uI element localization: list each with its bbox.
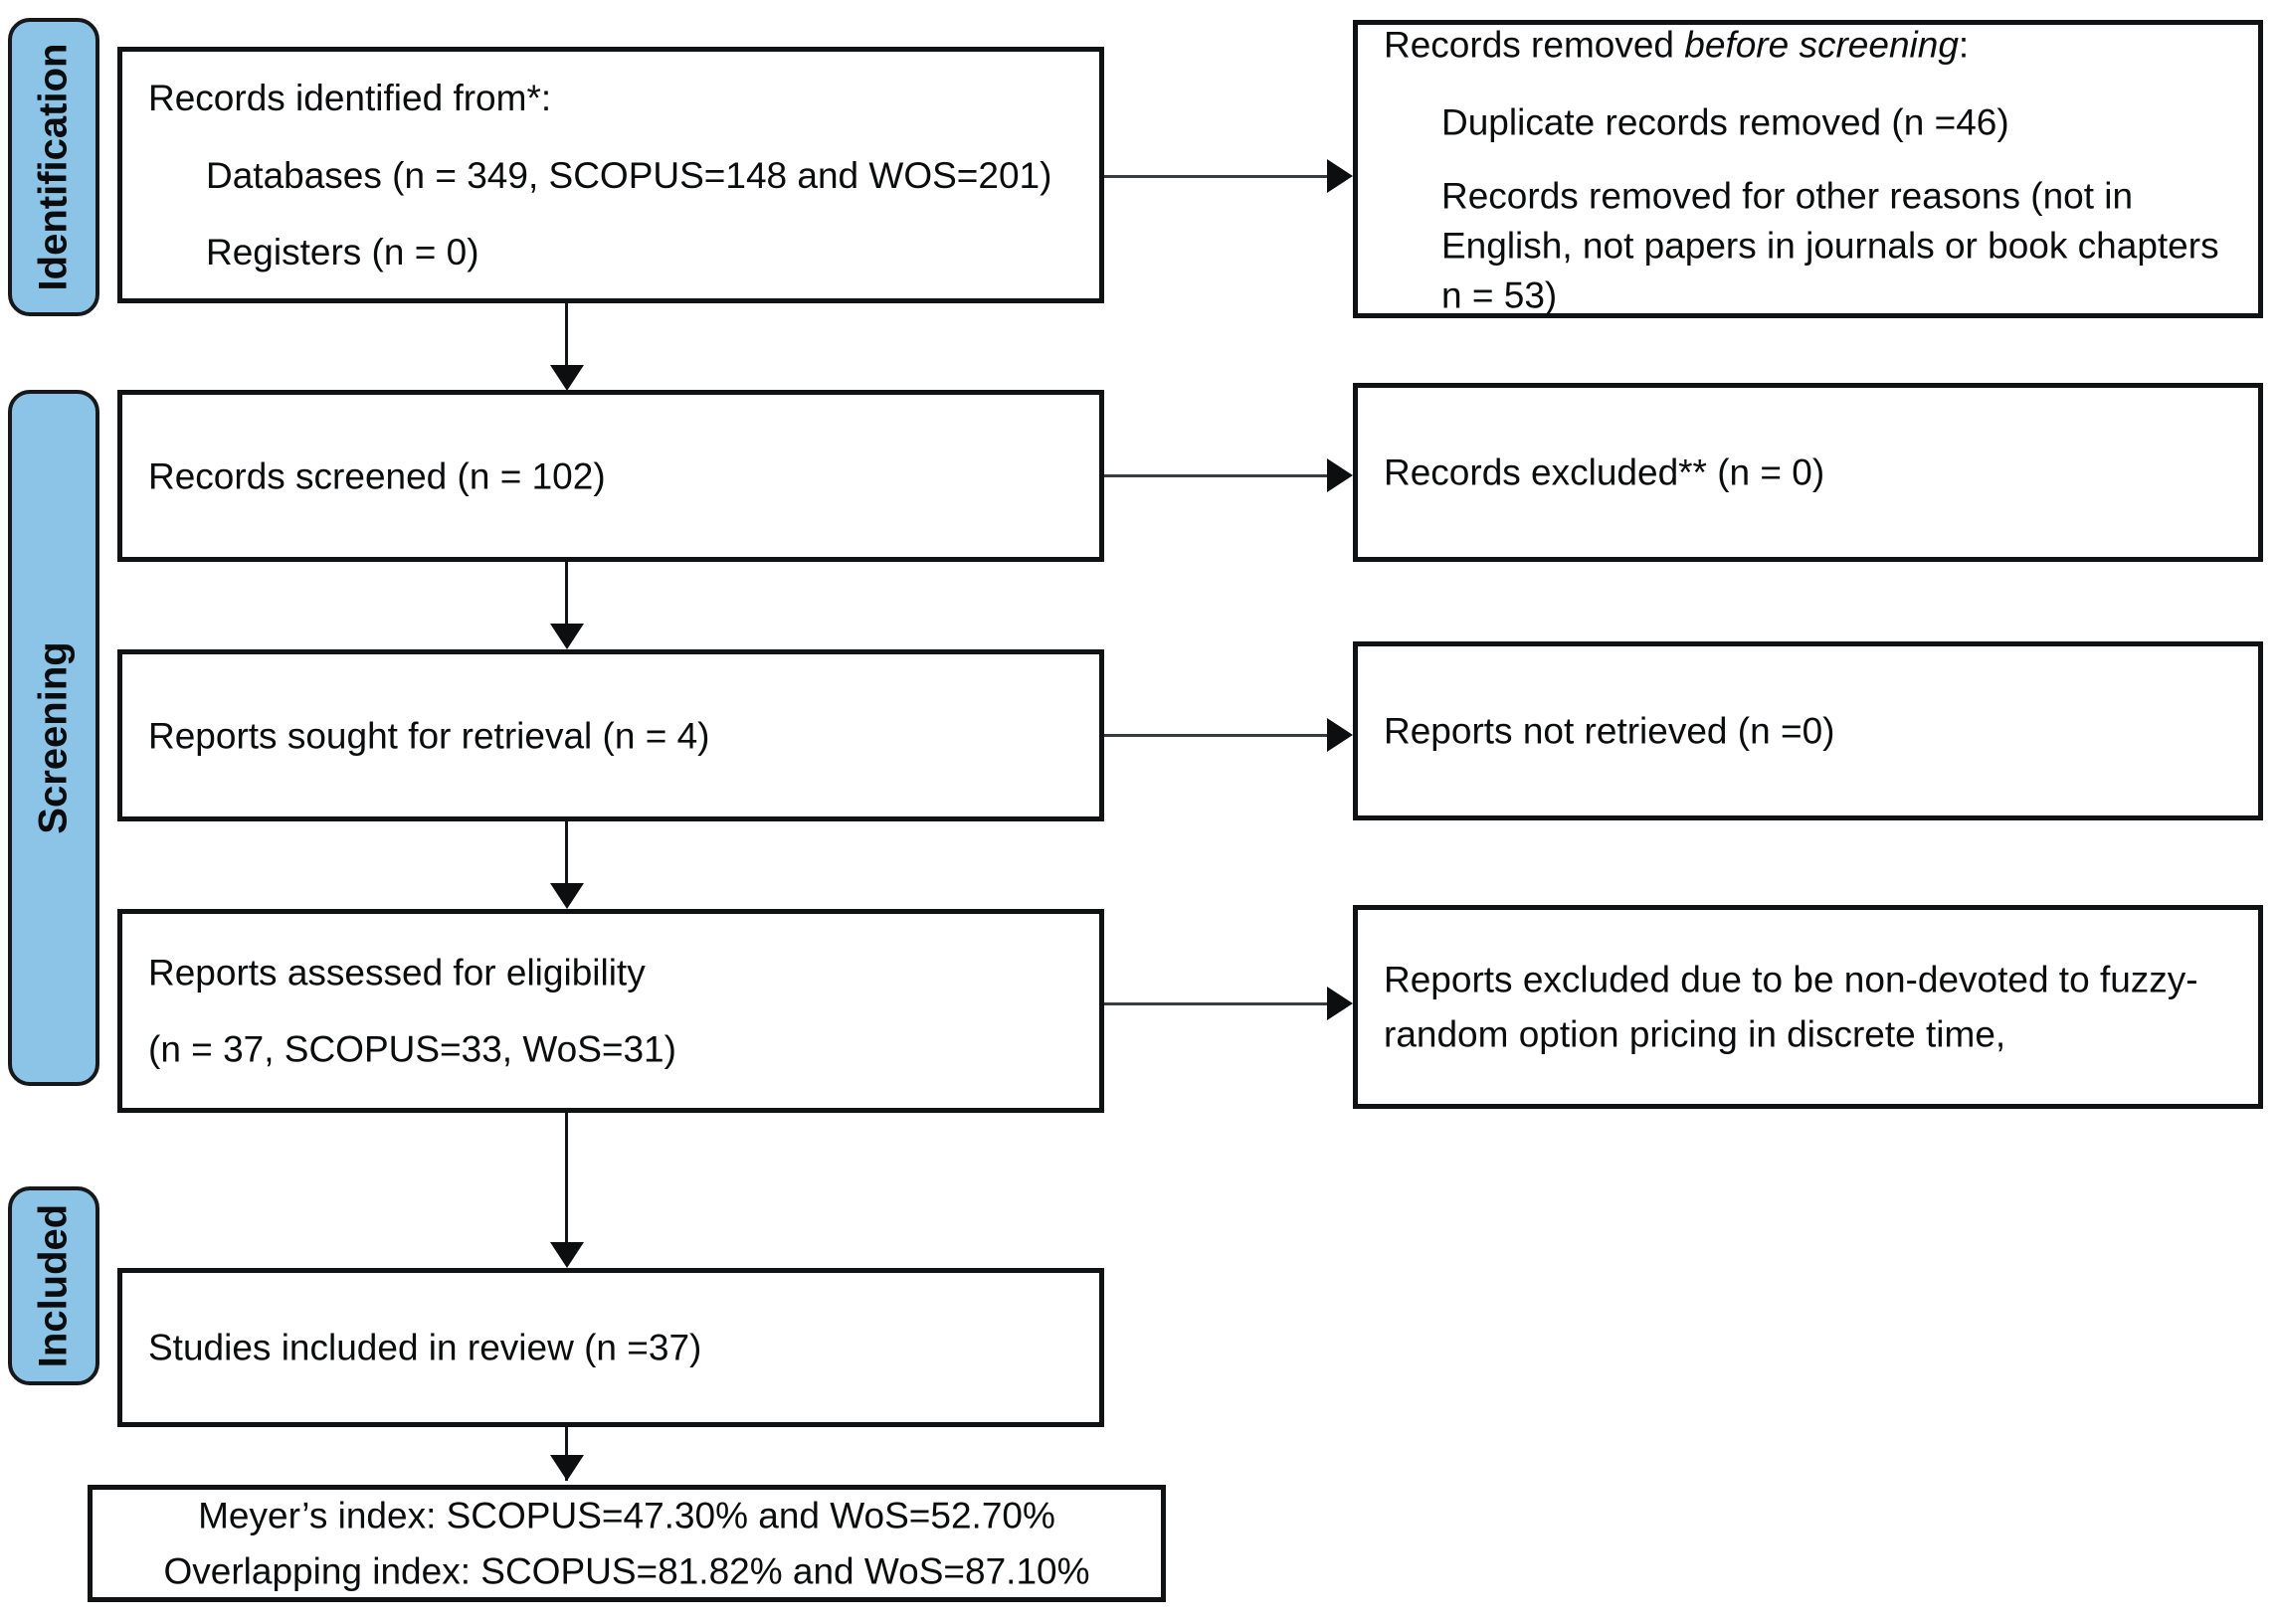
records-removed-heading-plain: Records removed [1384,24,1685,66]
spacer [148,203,1081,225]
records-removed-duplicates: Duplicate records removed (n =46) [1441,101,2009,143]
records-identified-databases: Databases (n = 349, SCOPUS=148 and WOS=2… [206,154,1052,196]
box-records-screened-text: Records screened (n = 102) [148,454,606,496]
connector-identified-to-screened [565,303,568,365]
box-reports-sought-text: Reports sought for retrieval (n = 4) [148,714,710,756]
box-reports-not-retrieved: Reports not retrieved (n =0) [1353,641,2263,820]
spacer [148,1000,1081,1022]
records-identified-heading: Records identified from*: [148,77,552,118]
spacer [148,125,1081,147]
reports-assessed-line2: (n = 37, SCOPUS=33, WoS=31) [148,1028,676,1070]
box-indices-text: Meyer’s index: SCOPUS=47.30% and WoS=52.… [93,1489,1161,1599]
records-removed-heading: Records removed before screening: [1384,25,1969,66]
box-records-identified: Records identified from*: Databases (n =… [117,47,1104,303]
arrowhead-screened-to-excluded [1327,458,1353,492]
stage-label-screening: Screening [31,641,76,834]
box-reports-excluded: Reports excluded due to be non-devoted t… [1353,905,2263,1109]
stage-label-included: Included [31,1203,76,1368]
arrowhead-assessed-to-included [550,1242,584,1268]
box-studies-included: Studies included in review (n =37) [117,1268,1104,1427]
reports-assessed-line1: Reports assessed for eligibility [148,952,646,992]
stage-bar-included: Included [8,1186,99,1385]
box-studies-included-text: Studies included in review (n =37) [148,1327,702,1368]
connector-sought-to-assessed [565,821,568,883]
connector-assessed-to-included [565,1113,568,1242]
arrowhead-identified-to-screened [550,365,584,391]
spacer [1384,150,2240,172]
arrowhead-identified-to-removed [1327,159,1353,193]
connector-included-to-indices [565,1427,568,1481]
arrowhead-sought-to-not-retrieved [1327,718,1353,752]
box-records-excluded: Records excluded** (n = 0) [1353,383,2263,562]
connector-sought-to-not-retrieved [1104,734,1327,737]
box-indices: Meyer’s index: SCOPUS=47.30% and WoS=52.… [88,1485,1166,1602]
stage-bar-identification: Identification [8,18,99,316]
arrowhead-sought-to-assessed [550,883,584,909]
box-records-removed-text: Records removed before screening: Duplic… [1384,18,2240,321]
box-records-screened: Records screened (n = 102) [117,390,1104,562]
arrowhead-included-to-indices [550,1455,584,1481]
box-reports-not-retrieved-text: Reports not retrieved (n =0) [1384,710,1835,752]
records-identified-registers: Registers (n = 0) [206,231,479,272]
box-records-excluded-text: Records excluded** (n = 0) [1384,451,1825,493]
arrowhead-assessed-to-excluded [1327,987,1353,1020]
spacer [1384,73,2240,94]
box-reports-sought: Reports sought for retrieval (n = 4) [117,649,1104,821]
connector-assessed-to-excluded [1104,1002,1327,1005]
records-removed-heading-italic: before screening [1684,24,1959,66]
connector-screened-to-excluded [1104,474,1327,477]
box-reports-assessed-text: Reports assessed for eligibility (n = 37… [148,945,1081,1077]
arrowhead-screened-to-sought [550,624,584,649]
indices-meyers-line: Meyer’s index: SCOPUS=47.30% and WoS=52.… [198,1495,1055,1536]
records-removed-other-reasons: Records removed for other reasons (not i… [1441,175,2219,316]
records-removed-heading-colon: : [1958,24,1970,66]
connector-identified-to-removed [1104,175,1327,178]
box-reports-assessed: Reports assessed for eligibility (n = 37… [117,909,1104,1113]
connector-screened-to-sought [565,562,568,624]
box-records-removed-before-screening: Records removed before screening: Duplic… [1353,20,2263,318]
indices-overlapping-line: Overlapping index: SCOPUS=81.82% and WoS… [163,1550,1090,1591]
box-records-identified-text: Records identified from*: Databases (n =… [148,71,1081,280]
box-reports-excluded-text: Reports excluded due to be non-devoted t… [1384,959,2198,1055]
stage-bar-screening: Screening [8,390,99,1086]
stage-label-identification: Identification [31,43,76,291]
